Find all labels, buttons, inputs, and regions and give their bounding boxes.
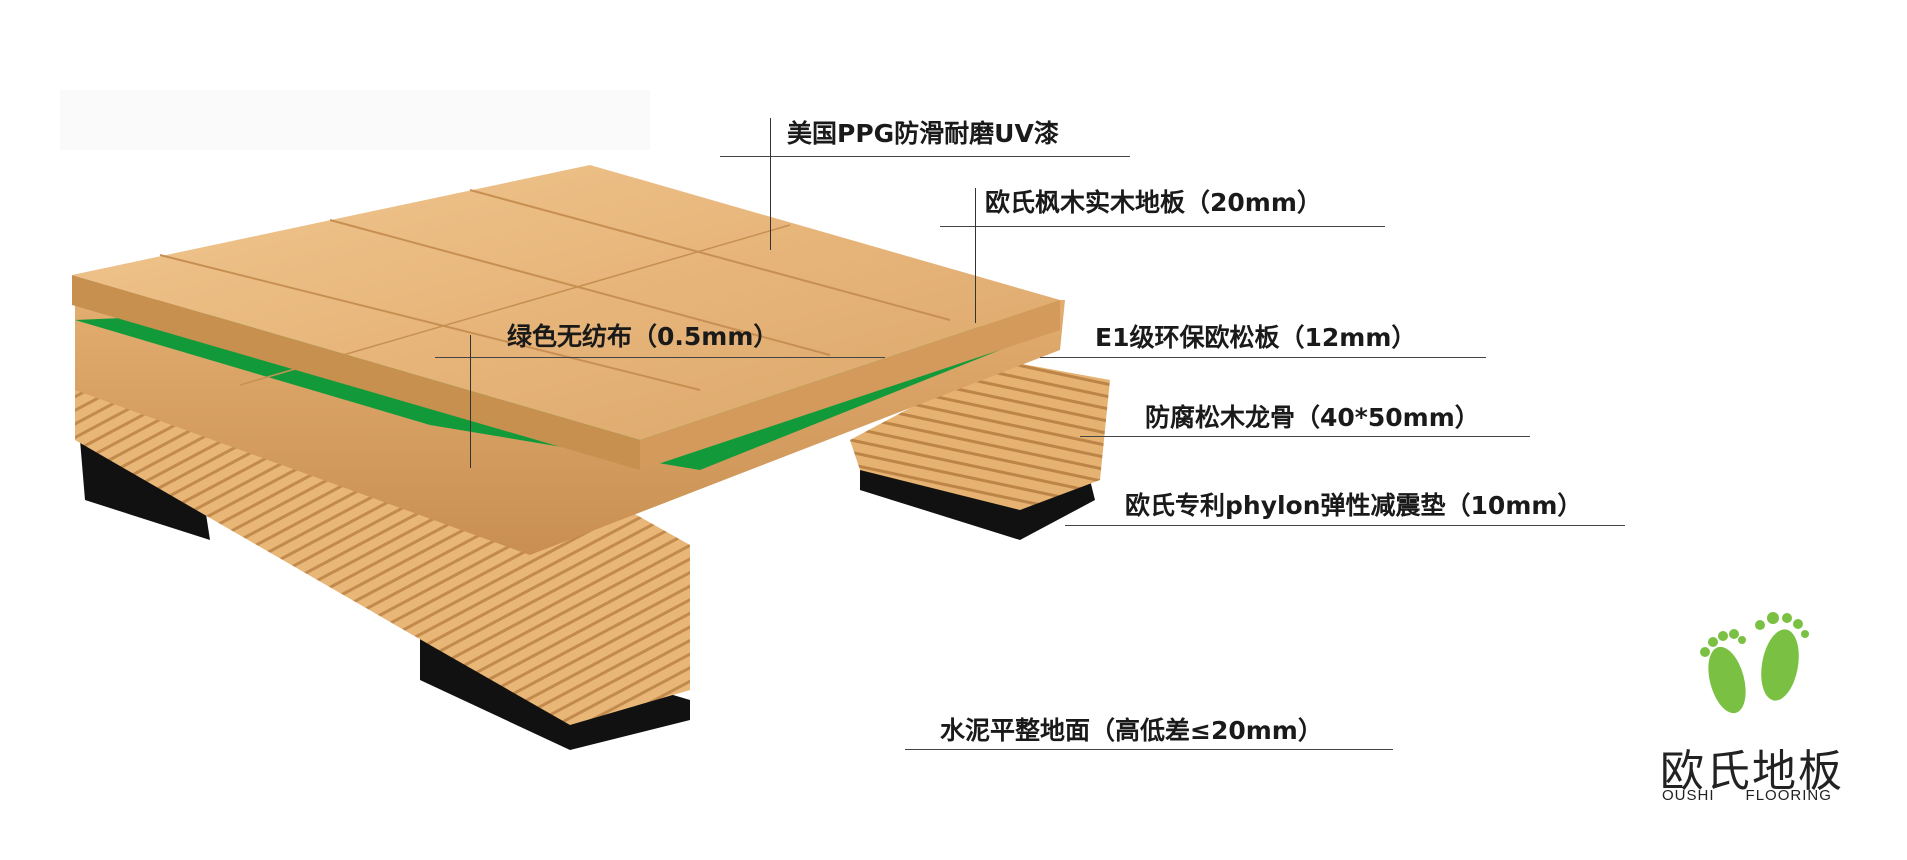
brand-subtitle-right: FLOORING	[1745, 787, 1832, 804]
brand-name: 欧氏地板	[1660, 746, 1844, 797]
label-coating: 美国PPG防滑耐磨UV漆	[787, 119, 1059, 148]
label-pad: 欧氏专利phylon弹性减震垫（10mm）	[1125, 491, 1583, 520]
label-eco-board: E1级环保欧松板（12mm）	[1095, 323, 1417, 352]
brand-subtitle-left: OUSHI	[1662, 787, 1715, 804]
plank-seam	[239, 224, 791, 386]
plank-top-surface	[72, 165, 1060, 440]
plank-seam	[329, 219, 831, 356]
joist-right	[850, 360, 1110, 510]
leader-ground-h	[905, 749, 1393, 750]
label-maple-floor: 欧氏枫木实木地板（20mm）	[985, 188, 1322, 217]
plank-seam	[159, 254, 701, 391]
leader-coating-h	[720, 156, 1130, 157]
label-green-fabric: 绿色无纺布（0.5mm）	[507, 322, 779, 351]
label-joist: 防腐松木龙骨（40*50mm）	[1145, 403, 1480, 432]
plank-side-right	[640, 300, 1060, 470]
plank-side-front	[72, 275, 640, 470]
brand-subtitle: OUSHI FLOORING	[1662, 787, 1832, 804]
leader-fabric-h	[435, 357, 885, 358]
leader-joist-h	[1080, 436, 1530, 437]
leader-maple-h	[940, 226, 1385, 227]
leader-eco-h	[1040, 357, 1486, 358]
footprints-logo-icon	[1700, 612, 1809, 714]
leader-fabric-v	[470, 335, 471, 468]
leader-maple-v	[975, 188, 976, 323]
leader-pad-h	[1065, 525, 1625, 526]
pad-left-front	[80, 440, 210, 540]
leader-coating-v	[770, 118, 771, 250]
label-ground: 水泥平整地面（高低差≤20mm）	[940, 716, 1323, 745]
background-shadow	[60, 90, 650, 150]
plank-seam	[469, 189, 951, 321]
